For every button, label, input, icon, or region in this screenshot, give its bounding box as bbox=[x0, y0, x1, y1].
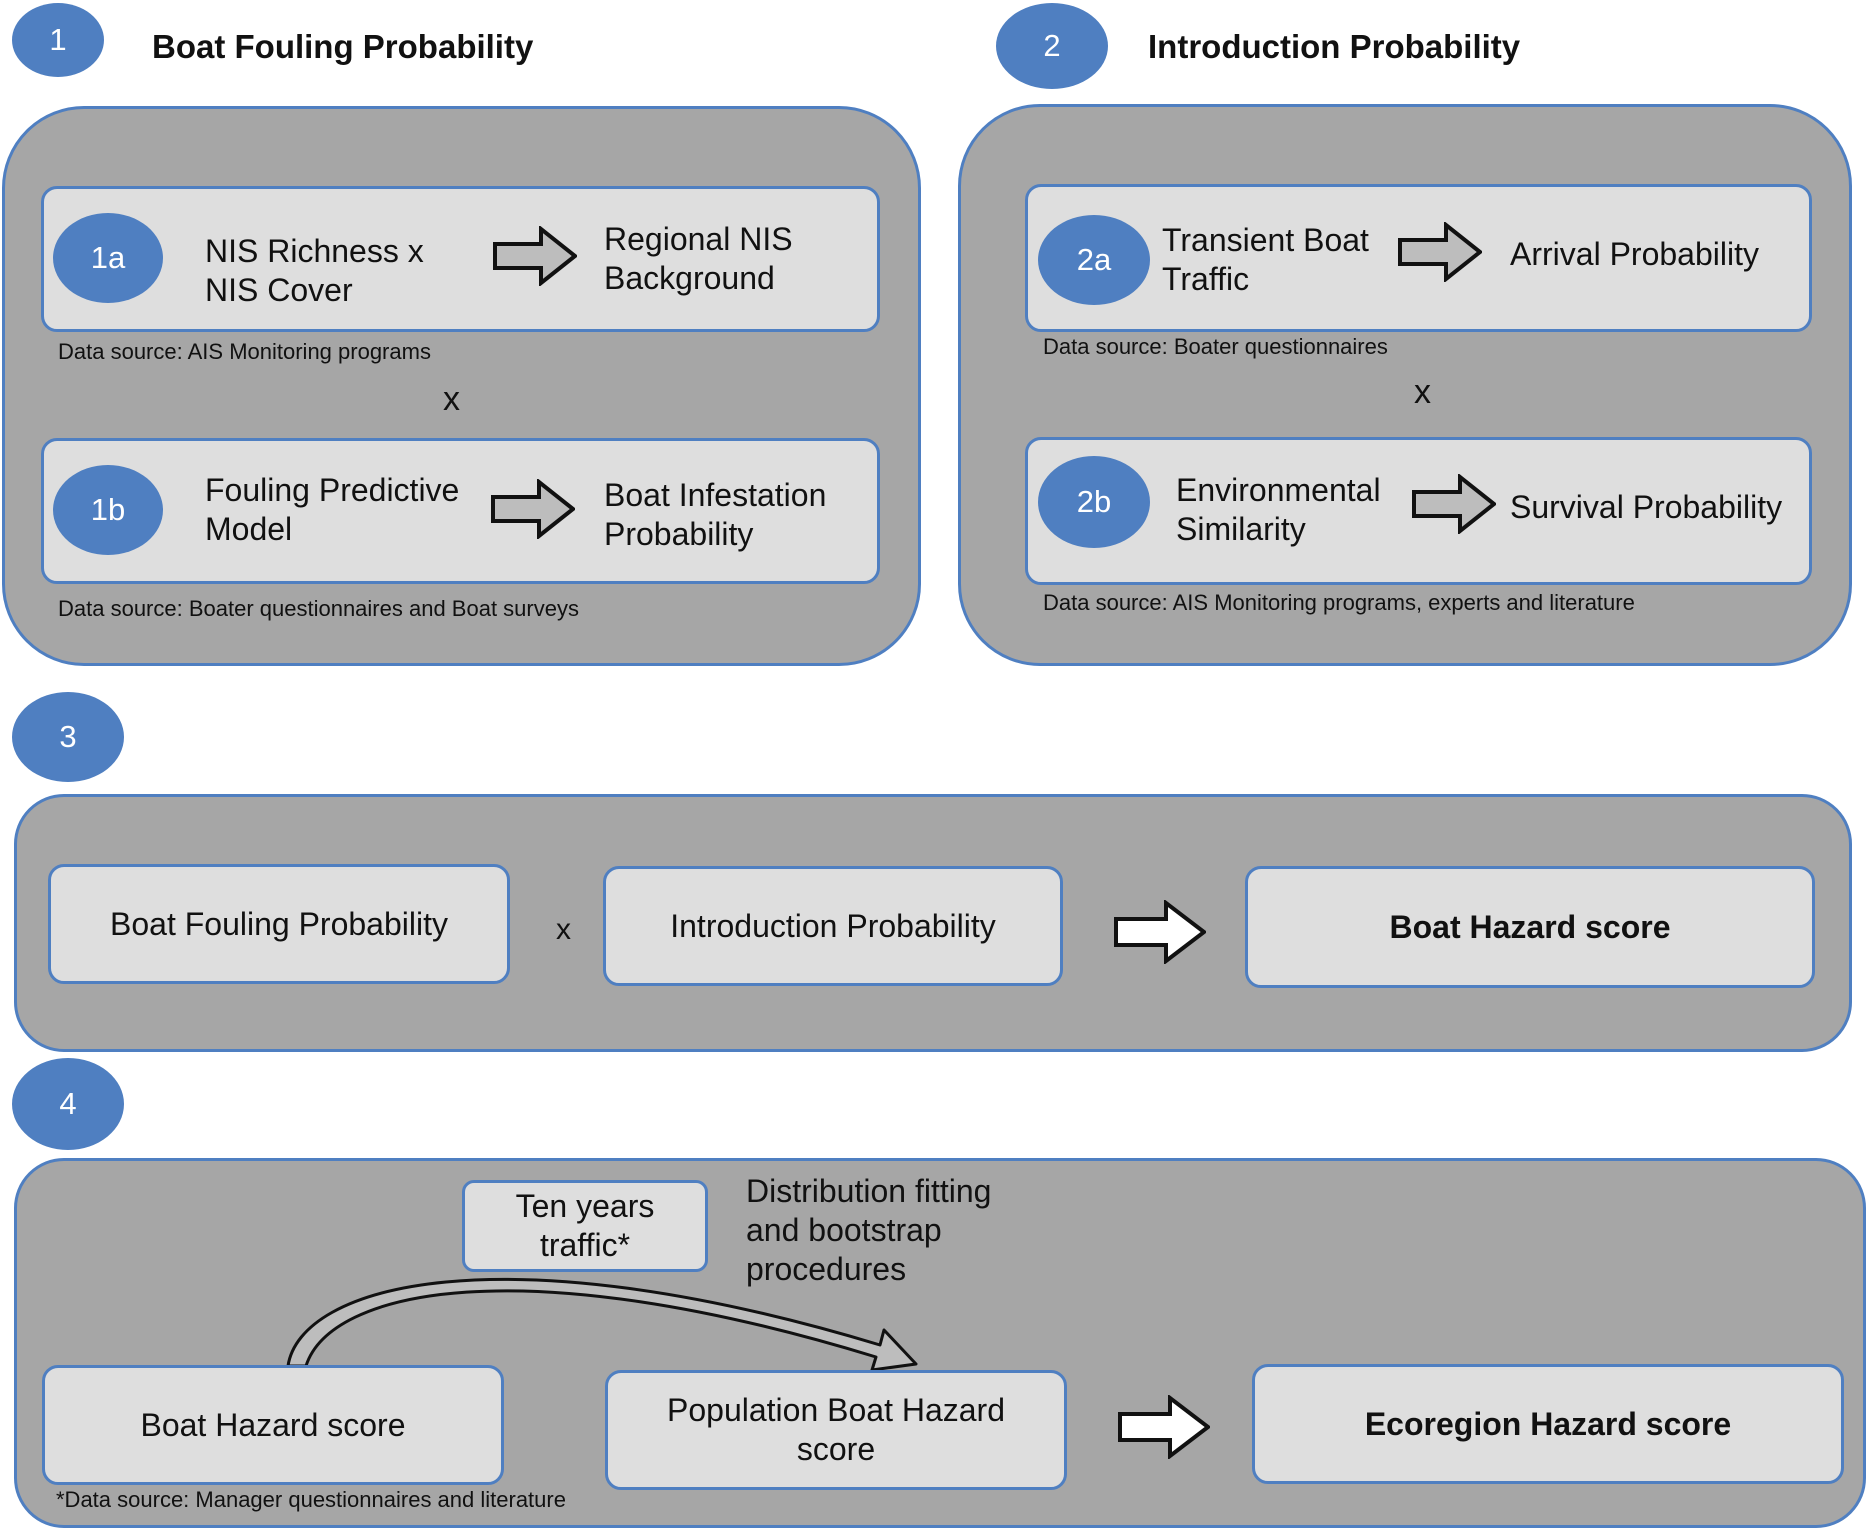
step-4-footnote: *Data source: Manager questionnaires and… bbox=[56, 1487, 566, 1512]
step-3-fouling-box bbox=[48, 864, 510, 984]
step-1-badge: 1 bbox=[12, 3, 104, 77]
step-3-result-label: Boat Hazard score bbox=[1389, 908, 1671, 945]
step-3-multiply: x bbox=[556, 913, 571, 946]
step-2-multiply: x bbox=[1414, 373, 1431, 411]
step-1a-input: NIS Richness x NIS Cover bbox=[205, 233, 424, 308]
step-1a-box bbox=[41, 186, 880, 332]
step-2b-badge: 2b bbox=[1038, 456, 1150, 548]
step-4-result-label: Ecoregion Hazard score bbox=[1364, 1405, 1732, 1442]
step-2a-source: Data source: Boater questionnaires bbox=[1043, 334, 1388, 359]
step-4-badge: 4 bbox=[12, 1058, 124, 1150]
step-1-title: Boat Fouling Probability bbox=[152, 28, 534, 65]
step-2a-arrow-icon bbox=[1398, 222, 1482, 282]
step-4-result-box bbox=[1252, 1364, 1844, 1484]
step-1a-badge: 1a bbox=[53, 213, 163, 303]
step-2a-badge: 2a bbox=[1038, 215, 1150, 305]
step-2a-output: Arrival Probability bbox=[1510, 236, 1759, 272]
step-2b-output: Survival Probability bbox=[1510, 489, 1783, 525]
step-1b-arrow-icon bbox=[491, 479, 575, 539]
step-4-traffic-box bbox=[462, 1180, 708, 1272]
step-4-boat-hazard-label: Boat Hazard score bbox=[140, 1406, 406, 1443]
step-3-fouling-label: Boat Fouling Probability bbox=[110, 905, 448, 942]
step-1a-arrow-icon bbox=[493, 226, 577, 286]
step-1b-source: Data source: Boater questionnaires and B… bbox=[58, 596, 579, 621]
step-1-multiply: x bbox=[443, 380, 460, 418]
step-1b-output: Boat Infestation Probability bbox=[604, 477, 827, 552]
step-2b-input: Environmental Similarity bbox=[1176, 472, 1381, 547]
step-3-badge: 3 bbox=[12, 692, 124, 782]
step-2-title: Introduction Probability bbox=[1148, 28, 1521, 65]
step-4-population-box bbox=[605, 1370, 1067, 1490]
step-4-arrow-icon bbox=[1118, 1395, 1210, 1459]
step-3-introduction-box bbox=[603, 866, 1063, 986]
step-3-introduction-label: Introduction Probability bbox=[670, 907, 996, 944]
step-1a-output: Regional NIS Background bbox=[604, 221, 793, 296]
step-2b-arrow-icon bbox=[1412, 474, 1496, 534]
step-2b-source: Data source: AIS Monitoring programs, ex… bbox=[1043, 590, 1635, 615]
step-3-arrow-icon bbox=[1114, 900, 1206, 964]
step-3-result-box bbox=[1245, 866, 1815, 988]
step-1b-input: Fouling Predictive Model bbox=[205, 472, 460, 547]
step-1b-box bbox=[41, 438, 880, 584]
step-2a-input: Transient Boat Traffic bbox=[1162, 222, 1369, 297]
step-4-boat-hazard-box bbox=[42, 1365, 504, 1485]
step-1a-source: Data source: AIS Monitoring programs bbox=[58, 339, 431, 364]
step-4-traffic-label: Ten years traffic* bbox=[515, 1188, 655, 1263]
step-4-population-label: Population Boat Hazard score bbox=[667, 1392, 1005, 1467]
step-1b-badge: 1b bbox=[53, 465, 163, 555]
step-2-badge: 2 bbox=[996, 3, 1108, 89]
step-4-method-label: Distribution fitting and bootstrap proce… bbox=[746, 1173, 992, 1287]
